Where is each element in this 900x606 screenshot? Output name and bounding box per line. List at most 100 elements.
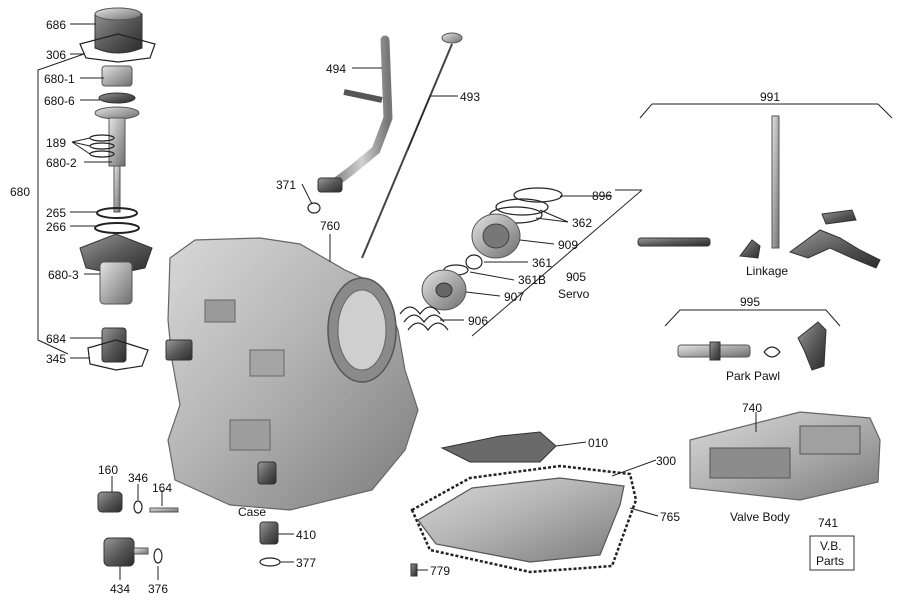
part-306-gasket	[79, 33, 156, 63]
linkage-small-lever	[821, 209, 857, 225]
callout-684: 684	[46, 332, 66, 346]
valve-body-group	[689, 411, 881, 501]
part-361-oring	[465, 254, 483, 270]
part-160	[97, 491, 123, 513]
callout-740: 740	[742, 401, 762, 415]
linkage-arm	[788, 229, 881, 269]
label-linkage: Linkage	[746, 264, 788, 278]
accumulator-stack	[79, 7, 156, 371]
part-377-oring	[259, 557, 281, 567]
valve-body-bores	[709, 447, 791, 479]
linkage-shaft	[771, 115, 780, 249]
label-valve-body: Valve Body	[730, 510, 790, 524]
callout-680-1: 680-1	[44, 72, 75, 86]
callout-741: 741	[818, 516, 838, 530]
park-pawl-spring	[763, 346, 781, 358]
label-vb-parts-line1: V.B.	[820, 539, 842, 553]
case-fitting	[257, 461, 277, 485]
callout-991: 991	[760, 90, 780, 104]
callout-266: 266	[46, 220, 66, 234]
label-case: Case	[238, 505, 266, 519]
part-906-spring	[399, 306, 449, 332]
linkage-lever	[739, 239, 761, 259]
part-494-bracket	[343, 89, 383, 103]
part-371-oring	[307, 202, 321, 214]
callout-300: 300	[656, 454, 676, 468]
linkage-group	[637, 115, 881, 269]
transmission-case	[165, 237, 419, 511]
callout-680-3: 680-3	[48, 268, 79, 282]
part-680-6	[98, 92, 136, 104]
callout-189: 189	[46, 136, 66, 150]
part-410	[259, 521, 279, 545]
vb-parts-box	[809, 535, 855, 571]
part-376-oring	[153, 548, 163, 564]
callout-265: 265	[46, 206, 66, 220]
callout-345: 345	[46, 352, 66, 366]
case-bore	[337, 289, 387, 371]
part-493-dipstick	[361, 43, 453, 259]
leader-lines	[37, 23, 893, 580]
part-493-handle	[441, 32, 463, 44]
part-265-ring	[96, 207, 138, 219]
callout-680-6: 680-6	[44, 94, 75, 108]
callout-376: 376	[148, 582, 168, 596]
park-pawl	[797, 321, 827, 371]
part-010-filter	[440, 431, 557, 463]
part-362-ring-a	[495, 198, 549, 216]
callout-434: 434	[110, 582, 130, 596]
case-boss-b	[249, 349, 285, 377]
callout-160: 160	[98, 463, 118, 477]
part-896-ring	[513, 187, 563, 203]
small-parts-group	[97, 491, 281, 567]
callout-906: 906	[468, 314, 488, 328]
part-686-top	[94, 7, 142, 21]
callout-410: 410	[296, 528, 316, 542]
callout-346: 346	[128, 471, 148, 485]
part-piston	[94, 106, 140, 120]
callout-306: 306	[46, 48, 66, 62]
servo-group	[399, 187, 563, 332]
part-680-3-body	[99, 261, 133, 305]
part-494-tube	[331, 35, 393, 187]
callout-896: 896	[592, 189, 612, 203]
part-300-gasket	[410, 464, 638, 574]
case-boss-a	[204, 299, 236, 323]
label-vb-parts-line2: Parts	[816, 554, 844, 568]
part-680-2-stem	[113, 165, 121, 213]
callout-680: 680	[10, 185, 30, 199]
callout-377: 377	[296, 556, 316, 570]
callout-494: 494	[326, 62, 346, 76]
part-434	[103, 537, 135, 567]
callout-371: 371	[276, 178, 296, 192]
linkage-rod	[637, 237, 711, 247]
callout-765: 765	[660, 510, 680, 524]
case-bracket	[165, 339, 193, 361]
pan-group	[410, 431, 638, 577]
part-345-gasket	[87, 339, 149, 371]
part-434-stem	[133, 547, 149, 555]
park-pawl-group	[677, 321, 827, 371]
callout-010: 010	[588, 436, 608, 450]
park-pawl-collar	[709, 341, 721, 361]
callout-779: 779	[430, 564, 450, 578]
part-907-center	[435, 282, 453, 298]
callout-362: 362	[572, 216, 592, 230]
callout-995: 995	[740, 295, 760, 309]
callout-361b: 361B	[518, 273, 546, 287]
part-680-2-body	[108, 117, 126, 167]
label-servo: Servo	[558, 287, 590, 301]
part-346-oring	[133, 500, 143, 514]
part-909-center	[482, 223, 510, 249]
part-680-1	[101, 65, 133, 87]
valve-body-upper	[799, 425, 861, 455]
case-boss-c	[229, 419, 271, 451]
callout-493: 493	[460, 90, 480, 104]
callout-labels: 686 306 680-1 680-6 189 680-2 680 265 26…	[10, 18, 855, 596]
filler-tube-group	[307, 32, 463, 259]
callout-686: 686	[46, 18, 66, 32]
callout-760: 760	[320, 219, 340, 233]
part-494-fitting	[317, 177, 343, 193]
